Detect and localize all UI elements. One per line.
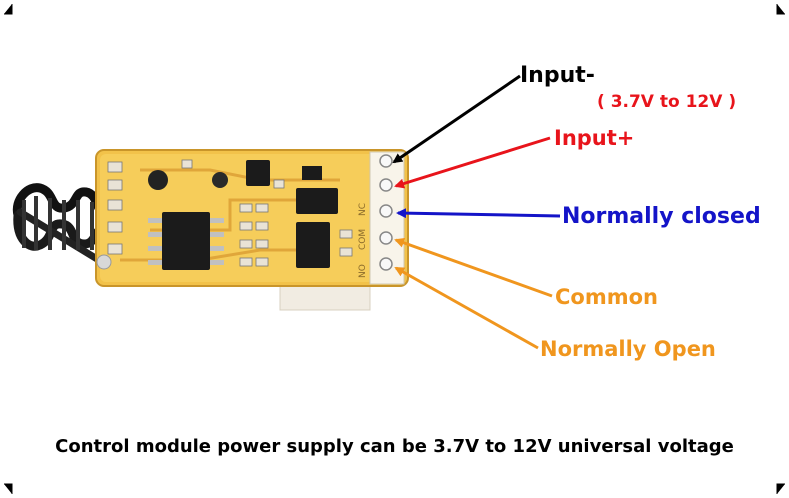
silkscreen-no: NO — [358, 264, 368, 278]
silkscreen-com: COM — [358, 229, 368, 250]
pin-holes — [379, 154, 393, 271]
arrow-input-minus — [392, 74, 521, 164]
label-input-plus: Input+ — [554, 126, 635, 150]
label-normally-closed: Normally closed — [562, 204, 761, 229]
antenna-coil — [12, 183, 109, 266]
label-common: Common — [555, 285, 658, 309]
ic-chip — [162, 212, 210, 270]
label-input-minus: Input- — [520, 63, 595, 88]
corner-marks — [4, 4, 785, 494]
pcb-board — [95, 149, 409, 287]
arrow-normally-closed — [396, 208, 561, 219]
label-normally-open: Normally Open — [540, 337, 716, 361]
arrow-normally-open — [394, 266, 539, 350]
arrow-common — [394, 237, 553, 298]
arrow-input-plus — [394, 136, 551, 189]
caption: Control module power supply can be 3.7V … — [55, 436, 734, 457]
silkscreen-nc: NC — [358, 203, 368, 216]
label-voltage-range: ( 3.7V to 12V ) — [597, 92, 737, 112]
